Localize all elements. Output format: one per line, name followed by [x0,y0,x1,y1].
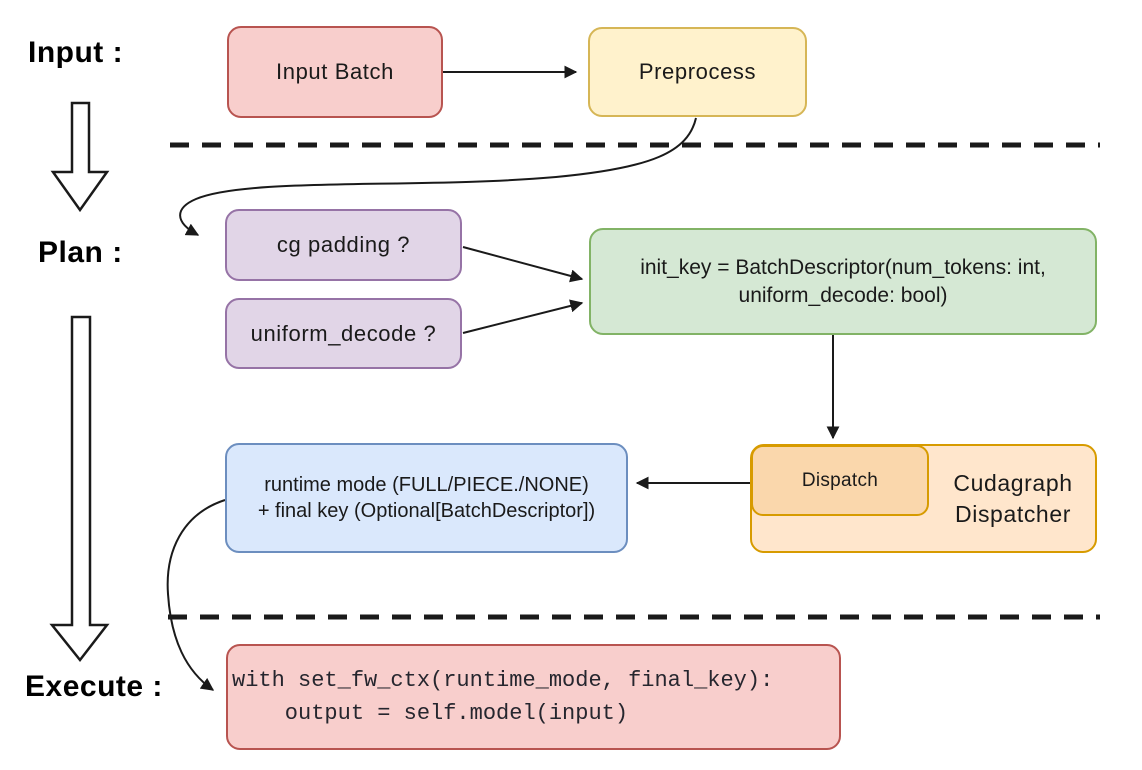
arrow-cg-padding-to-init-key [462,246,584,283]
node-cudagraph-dispatcher-label: Cudagraph Dispatcher [929,444,1097,553]
node-runtime-mode-final-key: runtime mode (FULL/PIECE./NONE) + final … [225,443,628,553]
stage-label-input: Input : [28,36,124,69]
stage-label-execute: Execute : [25,670,163,703]
node-uniform-decode-label: uniform_decode ? [250,320,437,346]
node-init-key: init_key = BatchDescriptor(num_tokens: i… [589,228,1097,335]
node-input-batch-label: Input Batch [276,59,394,85]
node-init-key-line2: uniform_decode: bool) [738,283,948,307]
node-preprocess: Preprocess [588,27,807,117]
node-preprocess-label: Preprocess [638,59,757,85]
node-uniform-decode: uniform_decode ? [225,298,462,369]
execute-code-line1: with set_fw_ctx(runtime_mode, final_key)… [232,668,774,693]
arrow-uniform-decode-to-init-key [462,299,584,334]
execute-code-line2: output = self.model(input) [232,701,629,726]
stage-label-plan: Plan : [38,236,123,269]
node-dispatch-label: Dispatch [801,469,879,491]
node-init-key-line1: init_key = BatchDescriptor(num_tokens: i… [640,255,1046,279]
node-execute-code: with set_fw_ctx(runtime_mode, final_key)… [226,644,841,750]
hollow-arrow-input-to-plan [50,101,110,213]
runtime-mode-line2: + final key (Optional[BatchDescriptor]) [257,500,596,522]
node-input-batch: Input Batch [227,26,443,118]
cudagraph-label-line2: Dispatcher [955,500,1071,527]
curve-preprocess-to-cg-padding [179,117,697,236]
node-cg-padding-label: cg padding ? [276,232,411,258]
node-cg-padding: cg padding ? [225,209,462,281]
hollow-arrow-plan-to-execute [49,315,110,663]
cudagraph-label-line1: Cudagraph [953,470,1073,497]
runtime-mode-line1: runtime mode (FULL/PIECE./NONE) [264,473,589,496]
curve-runtime-mode-to-execute-code [166,499,226,691]
node-dispatch: Dispatch [751,445,929,516]
